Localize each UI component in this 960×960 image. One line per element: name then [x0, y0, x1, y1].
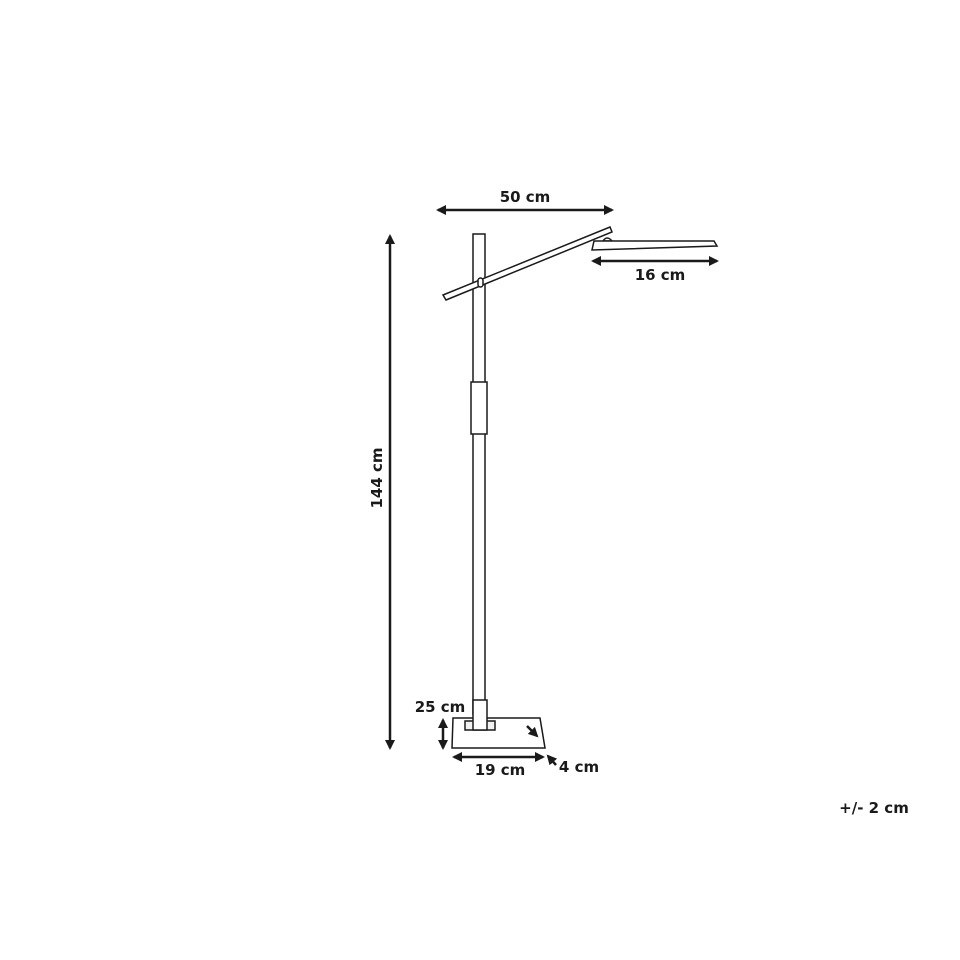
base-width-label: 19 cm: [475, 761, 526, 779]
base-height-label: 25 cm: [415, 698, 466, 716]
base-depth-inner-arrow: [526, 725, 539, 738]
base-depth-arrow: [546, 754, 558, 766]
tolerance-note: +/- 2 cm: [839, 799, 909, 817]
lamp-pole: [472, 233, 486, 715]
height-label: 144 cm: [368, 447, 386, 508]
arm-width-label: 50 cm: [500, 188, 551, 206]
lamp-arm: [441, 226, 613, 301]
pole-joint: [470, 381, 488, 435]
pole-foot: [472, 699, 488, 731]
lamp-head: [591, 240, 719, 251]
arm-knob: [477, 277, 484, 288]
head-width-label: 16 cm: [635, 266, 686, 284]
base-depth-label: 4 cm: [559, 758, 599, 776]
